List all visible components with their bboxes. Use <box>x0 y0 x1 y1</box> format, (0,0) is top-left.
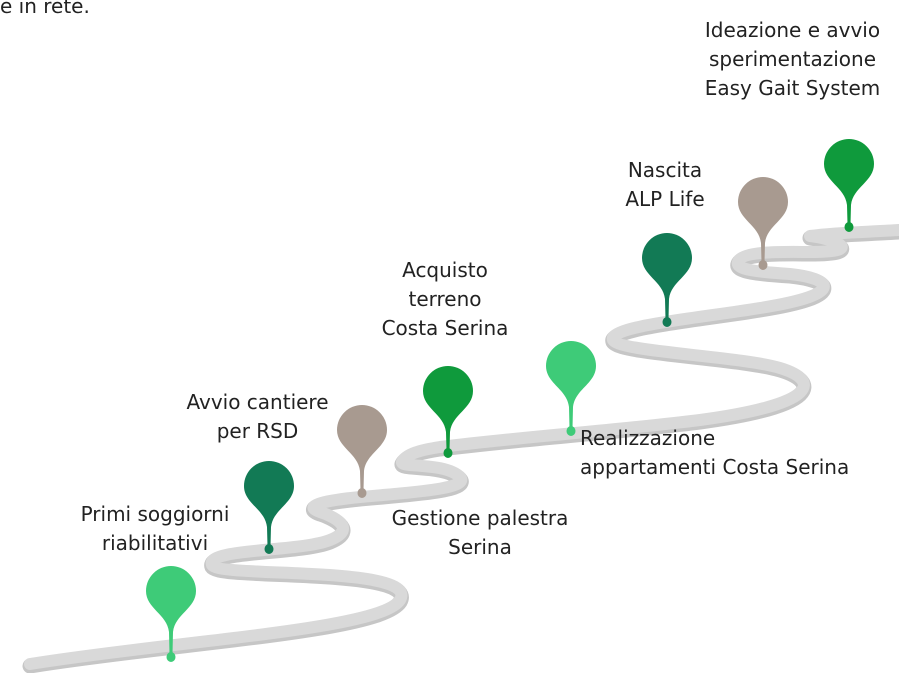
label-line: terreno <box>408 287 482 311</box>
pin-tip-dot <box>844 222 854 232</box>
label-line: Ideazione e avvio <box>704 18 881 42</box>
milestone-label-gestione-palestra: Gestione palestra Serina <box>370 504 590 562</box>
milestone-pin-m7 <box>738 177 788 270</box>
pin-drop <box>243 460 294 546</box>
milestone-label-avvio-cantiere: Avvio cantiere per RSD <box>170 388 345 446</box>
label-line: Easy Gait System <box>704 76 881 100</box>
label-line: Costa Serina <box>381 316 509 340</box>
label-line: Realizzazione <box>580 426 716 450</box>
milestone-label-ideazione: Ideazione e avvio sperimentazione Easy G… <box>690 16 895 103</box>
clipped-header-text: e in rete. <box>0 0 90 18</box>
pin-drop <box>642 233 692 319</box>
pin-drop <box>146 566 196 654</box>
milestone-label-acquisto-terreno: Acquisto terreno Costa Serina <box>360 256 530 343</box>
label-line: Acquisto <box>402 258 488 282</box>
pin-drop <box>423 366 473 450</box>
milestone-label-nascita: Nascita ALP Life <box>600 156 730 214</box>
pin-tip-dot <box>357 488 367 498</box>
label-line: Avvio cantiere <box>186 390 329 414</box>
milestone-pin-m3 <box>337 405 387 498</box>
label-line: Primi soggiorni <box>80 502 230 526</box>
label-line: Serina <box>448 535 512 559</box>
milestone-pin-m2 <box>243 460 294 554</box>
milestone-pin-m8 <box>824 139 874 232</box>
pin-drop <box>738 177 788 262</box>
label-line: per RSD <box>216 419 299 443</box>
milestone-pin-m6 <box>642 233 692 327</box>
pin-tip-dot <box>758 260 768 270</box>
pin-drop <box>824 139 874 224</box>
milestone-pin-m5 <box>546 341 596 436</box>
label-line: ALP Life <box>625 187 705 211</box>
label-line: Nascita <box>627 158 703 182</box>
label-line: riabilitativi <box>101 531 209 555</box>
pin-tip-dot <box>662 317 672 327</box>
road <box>24 224 899 670</box>
milestone-pins <box>146 139 874 662</box>
pin-tip-dot <box>264 544 274 554</box>
pin-drop <box>337 405 387 490</box>
label-line: Gestione palestra <box>391 506 569 530</box>
pin-drop <box>546 341 596 428</box>
pin-tip-dot <box>443 448 453 458</box>
milestone-pin-m1 <box>146 566 196 662</box>
milestone-label-realizzazione: Realizzazione appartamenti Costa Serina <box>580 424 890 482</box>
milestone-label-primi-soggiorni: Primi soggiorni riabilitativi <box>50 500 260 558</box>
milestone-pin-m4 <box>423 366 473 458</box>
pin-tip-dot <box>166 652 176 662</box>
label-line: appartamenti Costa Serina <box>580 455 850 479</box>
pin-tip-dot <box>566 426 576 436</box>
label-line: sperimentazione <box>708 47 877 71</box>
